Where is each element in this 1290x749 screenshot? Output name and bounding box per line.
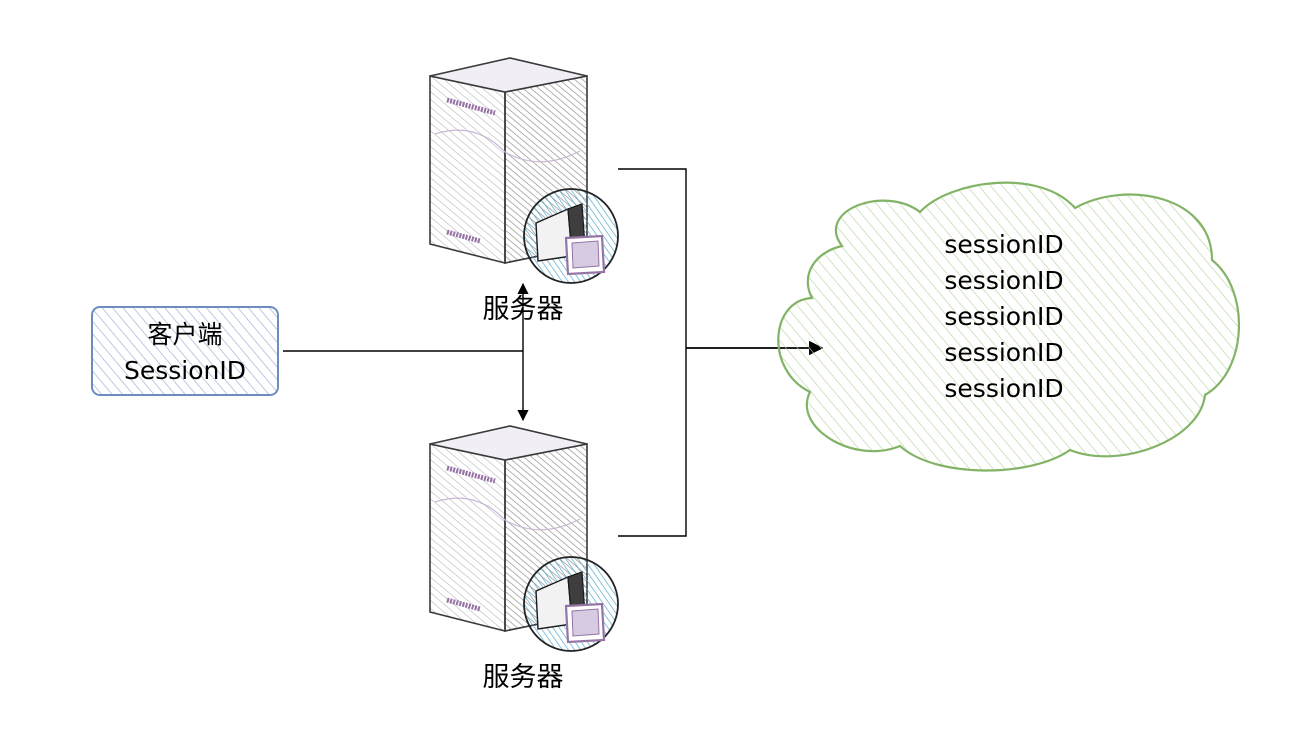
session-entry: sessionID [944,266,1063,295]
session-entry: sessionID [944,302,1063,331]
server-icon [430,58,618,283]
session-store-node: sessionID sessionID sessionID sessionID … [777,181,1240,472]
server-label: 服务器 [483,662,564,693]
session-entry: sessionID [944,338,1063,367]
cloud-icon [777,181,1240,472]
client-session-id: SessionID [124,356,246,385]
session-entry: sessionID [944,374,1063,403]
server-node-bottom: 服务器 [430,426,618,693]
client-title: 客户端 [147,320,222,349]
server-node-top: 服务器 [430,58,618,325]
session-entry: sessionID [944,230,1063,259]
server-label: 服务器 [483,294,564,325]
client-node: 客户端 SessionID [91,306,279,396]
server-icon [430,426,618,651]
server-to-store-bracket [618,168,687,537]
client-box [91,306,279,396]
